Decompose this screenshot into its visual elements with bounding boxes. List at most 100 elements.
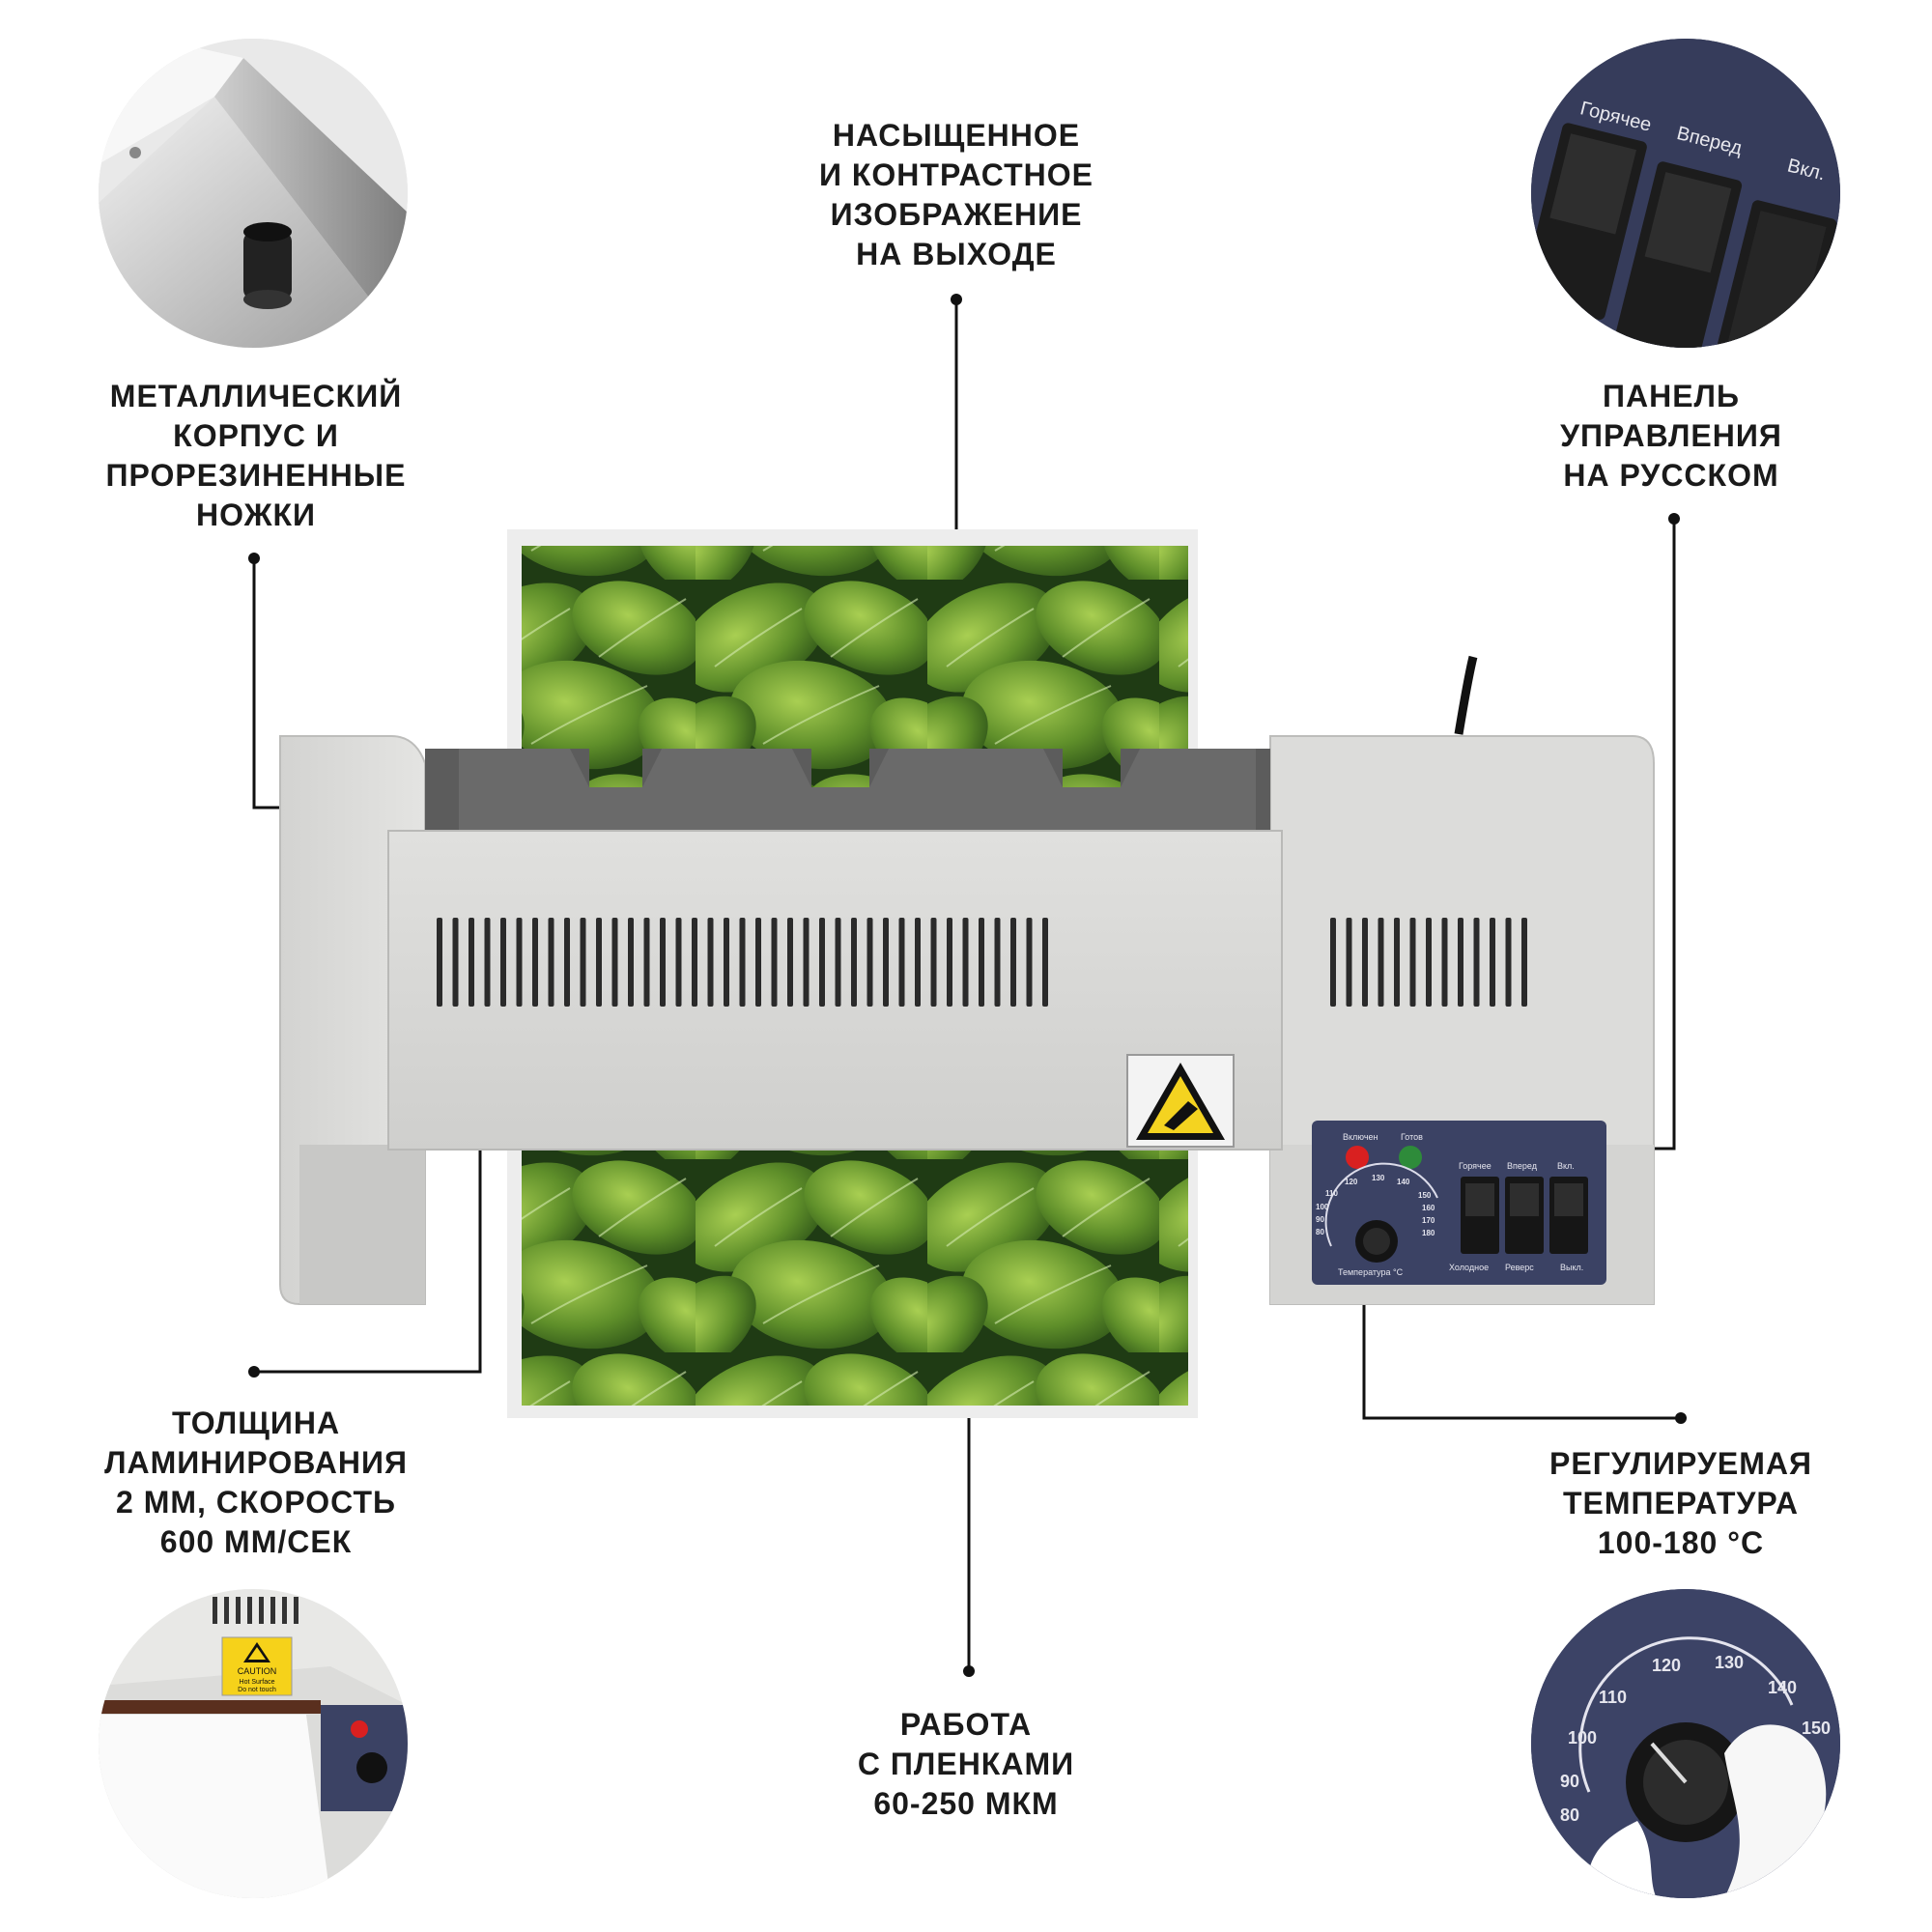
vent-slot bbox=[532, 918, 538, 1007]
vent-slot bbox=[994, 918, 1001, 1007]
ready-led-icon bbox=[1399, 1146, 1422, 1169]
vent-slot bbox=[1521, 918, 1527, 1007]
vent-slot bbox=[947, 918, 952, 1007]
caution-text: Do not touch bbox=[238, 1687, 276, 1693]
vent-slot bbox=[452, 918, 459, 1007]
vent-slot bbox=[643, 918, 650, 1007]
front-vents bbox=[437, 918, 1048, 1007]
vent-slot bbox=[851, 918, 857, 1007]
dial-tick-label: 130 bbox=[1372, 1174, 1385, 1182]
caution-text: Hot Surface bbox=[240, 1679, 275, 1686]
vent-slot bbox=[787, 918, 793, 1007]
zoom-circle-metal-foot bbox=[99, 39, 408, 348]
vent-slot bbox=[724, 918, 729, 1007]
vent-slot bbox=[1042, 918, 1048, 1007]
vent-slot bbox=[755, 918, 761, 1007]
vent-slot bbox=[596, 918, 602, 1007]
power-led-icon bbox=[1346, 1146, 1369, 1169]
dial-tick-label: 90 bbox=[1560, 1772, 1579, 1791]
vent-slot bbox=[962, 918, 969, 1007]
vent-slot bbox=[484, 918, 491, 1007]
dial-tick-label: 150 bbox=[1802, 1719, 1831, 1738]
vent-slot bbox=[1394, 918, 1400, 1007]
vent-slot bbox=[500, 918, 506, 1007]
switch-hot-label: Горячее bbox=[1459, 1161, 1492, 1171]
vent-slot bbox=[660, 918, 666, 1007]
vent-slot bbox=[516, 918, 523, 1007]
vent-slot bbox=[803, 918, 810, 1007]
dial-tick-label: 110 bbox=[1599, 1688, 1627, 1707]
vent-slot bbox=[898, 918, 905, 1007]
vent-slot bbox=[628, 918, 634, 1007]
vent-slot bbox=[1490, 918, 1495, 1007]
vent-slot bbox=[1010, 918, 1016, 1007]
dial-tick-label: 170 bbox=[1422, 1216, 1435, 1225]
temperature-knob-icon bbox=[356, 1752, 387, 1783]
zoom-switches bbox=[1531, 123, 1837, 348]
callout-output-quality: НАСЫЩЕННОЕ И КОНТРАСТНОЕ ИЗОБРАЖЕНИЕ НА … bbox=[818, 118, 1094, 271]
vent-slot bbox=[819, 918, 825, 1007]
dial-tick-label: 130 bbox=[1715, 1653, 1744, 1672]
callout-laminating-thickness: ТОЛЩИНА ЛАМИНИРОВАНИЯ 2 ММ, СКОРОСТЬ 600… bbox=[104, 1406, 408, 1559]
dial-tick-label: 140 bbox=[1397, 1178, 1410, 1186]
vent-slot bbox=[1409, 918, 1416, 1007]
vent-slot bbox=[548, 918, 554, 1007]
zoom-dial-image: 80 90 100 110 120 130 140 150 bbox=[1531, 1589, 1840, 1898]
vent-slot bbox=[1458, 918, 1463, 1007]
switch-power-label: Вкл. bbox=[1557, 1161, 1575, 1171]
leader-dot bbox=[1675, 1412, 1687, 1424]
vent-slot bbox=[1330, 918, 1336, 1007]
vent-slot bbox=[835, 918, 841, 1007]
vent-slot bbox=[739, 918, 746, 1007]
vent-slot bbox=[883, 918, 889, 1007]
vent-slot bbox=[930, 918, 937, 1007]
vent-slot bbox=[611, 918, 618, 1007]
callout-temperature: РЕГУЛИРУЕМАЯ ТЕМПЕРАТУРА 100-180 °С bbox=[1549, 1446, 1812, 1560]
side-vents bbox=[1330, 918, 1527, 1007]
dial-tick-label: 80 bbox=[1560, 1805, 1579, 1825]
vent-slot bbox=[707, 918, 714, 1007]
caution-text: CAUTION bbox=[238, 1666, 277, 1676]
switch-reverse-label: Реверс bbox=[1505, 1263, 1534, 1272]
leader-dot bbox=[1668, 513, 1680, 525]
zoom-circle-laminator-top: CAUTION Hot Surface Do not touch bbox=[99, 1589, 408, 1898]
metal-corner-image bbox=[99, 39, 408, 348]
vent-slot bbox=[580, 918, 586, 1007]
dial-tick-label: 180 bbox=[1422, 1229, 1435, 1237]
red-led-icon bbox=[351, 1720, 368, 1738]
dial-tick-label: 120 bbox=[1345, 1178, 1358, 1186]
leader-dot bbox=[248, 553, 260, 564]
switch-off-label: Выкл. bbox=[1560, 1263, 1583, 1272]
temperature-label: Температура °С bbox=[1338, 1267, 1404, 1277]
vent-slot bbox=[692, 918, 697, 1007]
leader-dot bbox=[963, 1665, 975, 1677]
led-on-label: Включен bbox=[1343, 1132, 1378, 1142]
vent-slot bbox=[867, 918, 873, 1007]
switch-cold-label: Холодное bbox=[1449, 1263, 1489, 1272]
vent-slot bbox=[1441, 918, 1448, 1007]
callout-metal-body: МЕТАЛЛИЧЕСКИЙ КОРПУС И ПРОРЕЗИНЕННЫЕ НОЖ… bbox=[105, 379, 407, 532]
laminator-top-image: CAUTION Hot Surface Do not touch bbox=[99, 1589, 408, 1898]
vent-slot bbox=[979, 918, 984, 1007]
zoom-circle-temperature-dial: 80 90 100 110 120 130 140 150 bbox=[1531, 1589, 1840, 1898]
led-ready-label: Готов bbox=[1401, 1132, 1423, 1142]
dial-tick-label: 160 bbox=[1422, 1204, 1435, 1212]
vent-slot bbox=[771, 918, 778, 1007]
leader-line-bottom-right bbox=[1362, 1256, 1681, 1420]
vent-slot bbox=[1346, 918, 1352, 1007]
vent-slot bbox=[915, 918, 921, 1007]
vent-slot bbox=[564, 918, 570, 1007]
vent-slot bbox=[675, 918, 682, 1007]
power-cord bbox=[1454, 655, 1478, 735]
dial-tick-label: 150 bbox=[1418, 1191, 1432, 1200]
vent-slot bbox=[437, 918, 442, 1007]
vent-slot bbox=[1362, 918, 1368, 1007]
dial-tick-label: 140 bbox=[1768, 1678, 1797, 1697]
switch-forward-label: Вперед bbox=[1507, 1161, 1538, 1171]
dial-tick-label: 120 bbox=[1652, 1656, 1681, 1675]
vent-slot bbox=[1473, 918, 1480, 1007]
vent-slot bbox=[469, 918, 474, 1007]
left-housing-lower bbox=[299, 1145, 425, 1304]
